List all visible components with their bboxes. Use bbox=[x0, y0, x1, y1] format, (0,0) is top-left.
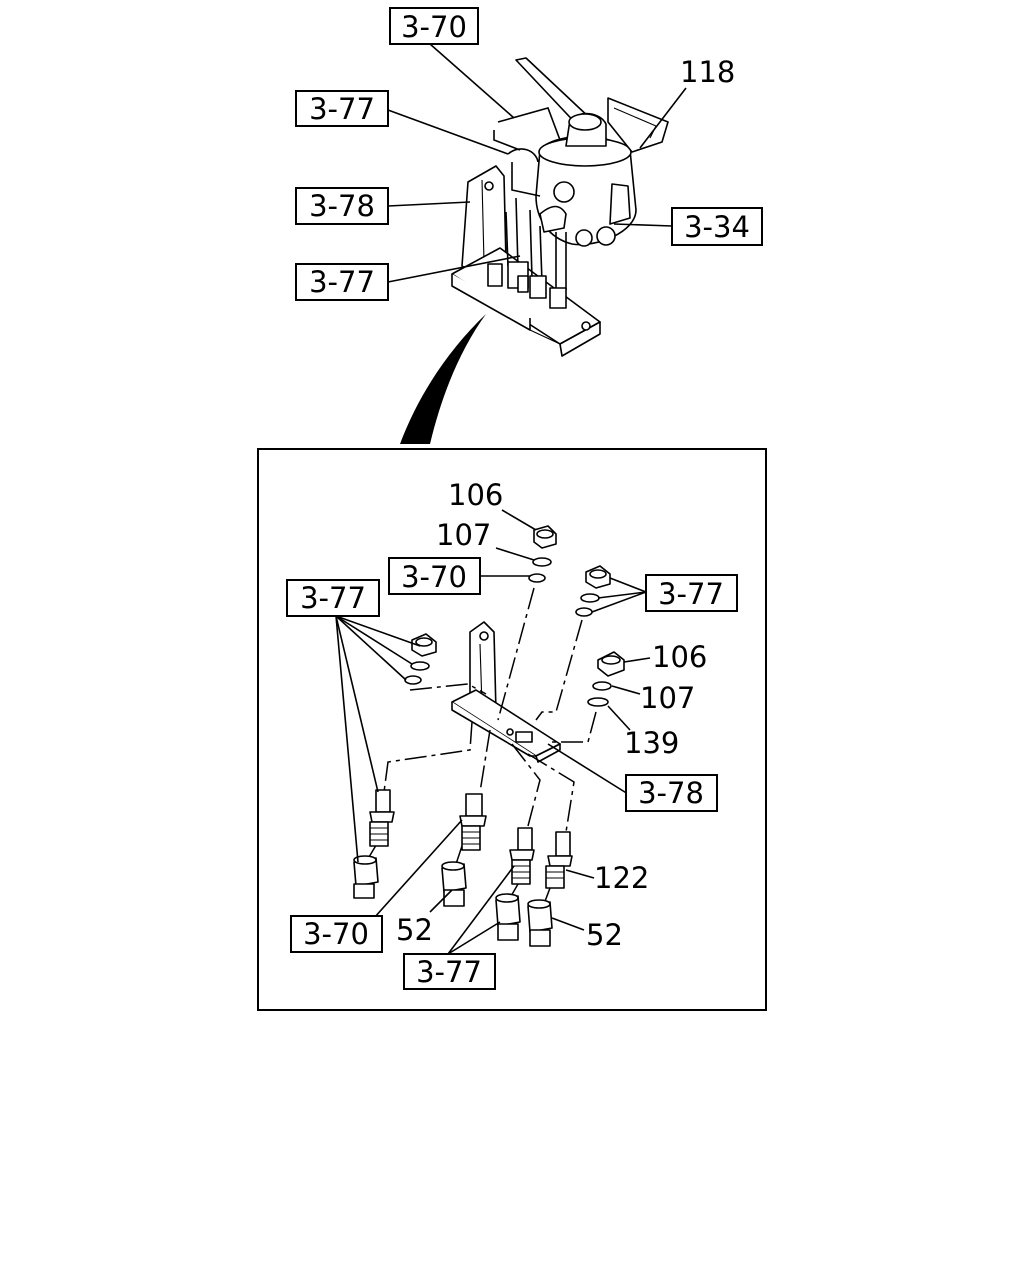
callout-52-left: 52 bbox=[396, 913, 433, 947]
svg-text:3-77: 3-77 bbox=[309, 92, 375, 126]
callout-139: 139 bbox=[624, 726, 679, 760]
svg-text:3-77: 3-77 bbox=[309, 265, 375, 299]
callout-3-78: 3-78 bbox=[625, 774, 718, 812]
callout-106-right: 106 bbox=[652, 640, 707, 674]
callout-top-3-70: 3-70 bbox=[389, 7, 479, 45]
callout-3-70-upper: 3-70 bbox=[388, 557, 481, 595]
svg-text:3-70: 3-70 bbox=[401, 10, 467, 44]
detail-fitting-center-upper bbox=[459, 793, 487, 851]
detail-fitting-left-upper bbox=[369, 789, 395, 847]
callout-3-70-lower: 3-70 bbox=[290, 915, 383, 953]
detail-bracket bbox=[451, 621, 561, 763]
detail-fitting-52-right bbox=[527, 899, 553, 947]
detail-washer-139 bbox=[587, 697, 609, 707]
callout-106-top: 106 bbox=[448, 478, 503, 512]
callout-top-118: 118 bbox=[680, 55, 735, 89]
detail-washer-107-top bbox=[532, 557, 552, 567]
detail-arrow bbox=[400, 314, 486, 444]
svg-text:3-77: 3-77 bbox=[300, 581, 366, 615]
detail-washer-3-70 bbox=[528, 573, 546, 583]
callout-107-top: 107 bbox=[436, 518, 491, 552]
svg-text:3-70: 3-70 bbox=[401, 560, 467, 594]
detail-fitting-left-lower bbox=[353, 855, 379, 899]
detail-nut-3-77-right bbox=[585, 565, 611, 589]
callout-top-3-77-lower: 3-77 bbox=[295, 263, 389, 301]
svg-text:3-70: 3-70 bbox=[303, 917, 369, 951]
detail-nut-3-77-left bbox=[411, 633, 437, 657]
valve-assembly-illustration bbox=[451, 57, 669, 357]
svg-text:3-78: 3-78 bbox=[638, 776, 704, 810]
callout-3-77-bottom: 3-77 bbox=[403, 953, 496, 990]
detail-washer-107-right bbox=[592, 681, 612, 691]
detail-nut-106-top bbox=[533, 525, 557, 549]
detail-nut-106-right bbox=[597, 651, 625, 677]
callout-top-3-34: 3-34 bbox=[671, 207, 763, 246]
callout-3-77-right: 3-77 bbox=[645, 574, 738, 612]
detail-frame bbox=[257, 448, 767, 1011]
svg-text:3-77: 3-77 bbox=[658, 577, 724, 611]
detail-fitting-122 bbox=[545, 831, 573, 889]
callout-52-right: 52 bbox=[586, 918, 623, 952]
detail-fitting-3-77-bottom bbox=[495, 893, 521, 941]
callout-3-77-left: 3-77 bbox=[286, 579, 380, 617]
svg-text:3-78: 3-78 bbox=[309, 189, 375, 223]
callout-122: 122 bbox=[594, 861, 649, 895]
detail-fitting-52-left bbox=[441, 861, 467, 907]
detail-leader-lines bbox=[335, 509, 651, 955]
svg-text:3-34: 3-34 bbox=[684, 210, 750, 244]
top-leader-lines bbox=[387, 43, 687, 283]
detail-fitting-center-right bbox=[509, 827, 535, 885]
svg-text:3-77: 3-77 bbox=[416, 955, 482, 989]
callout-top-3-77-upper: 3-77 bbox=[295, 90, 389, 127]
callout-top-3-78: 3-78 bbox=[295, 187, 389, 225]
callout-107-right: 107 bbox=[640, 681, 695, 715]
